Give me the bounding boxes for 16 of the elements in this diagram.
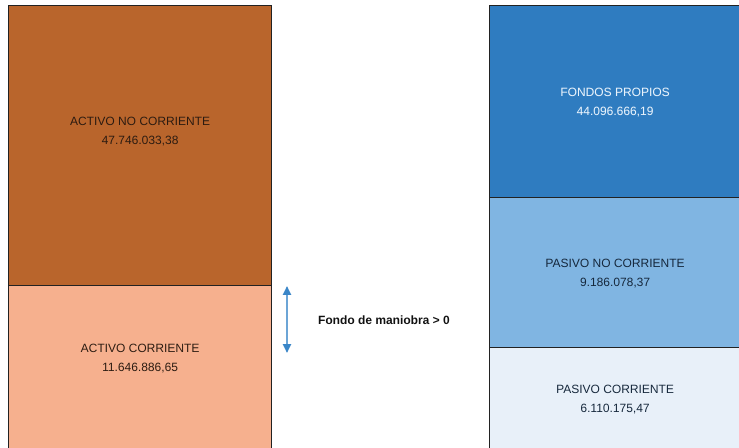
block-heading: PASIVO CORRIENTE [556,380,674,398]
amount-text: 9.186.078,37 [580,274,650,290]
block-heading: ACTIVO CORRIENTE [80,340,200,356]
asset-block [8,285,272,448]
liability-block [489,347,739,448]
block-heading: FONDOS PROPIOS [560,84,670,100]
amount-text: 6.110.175,47 [580,400,650,416]
block-heading: ACTIVO NO CORRIENTE [70,112,210,130]
equity-block [489,5,739,198]
asset-block [8,5,272,286]
liability-block [489,197,739,348]
amount-text: 44.096.666,19 [576,102,654,120]
block-heading: PASIVO NO CORRIENTE [545,254,685,272]
amount-text: 11.646.886,65 [102,358,178,376]
dimension-label: Fondo de maniobra > 0 [318,313,450,327]
amount-text: 47.746.033,38 [102,132,178,148]
